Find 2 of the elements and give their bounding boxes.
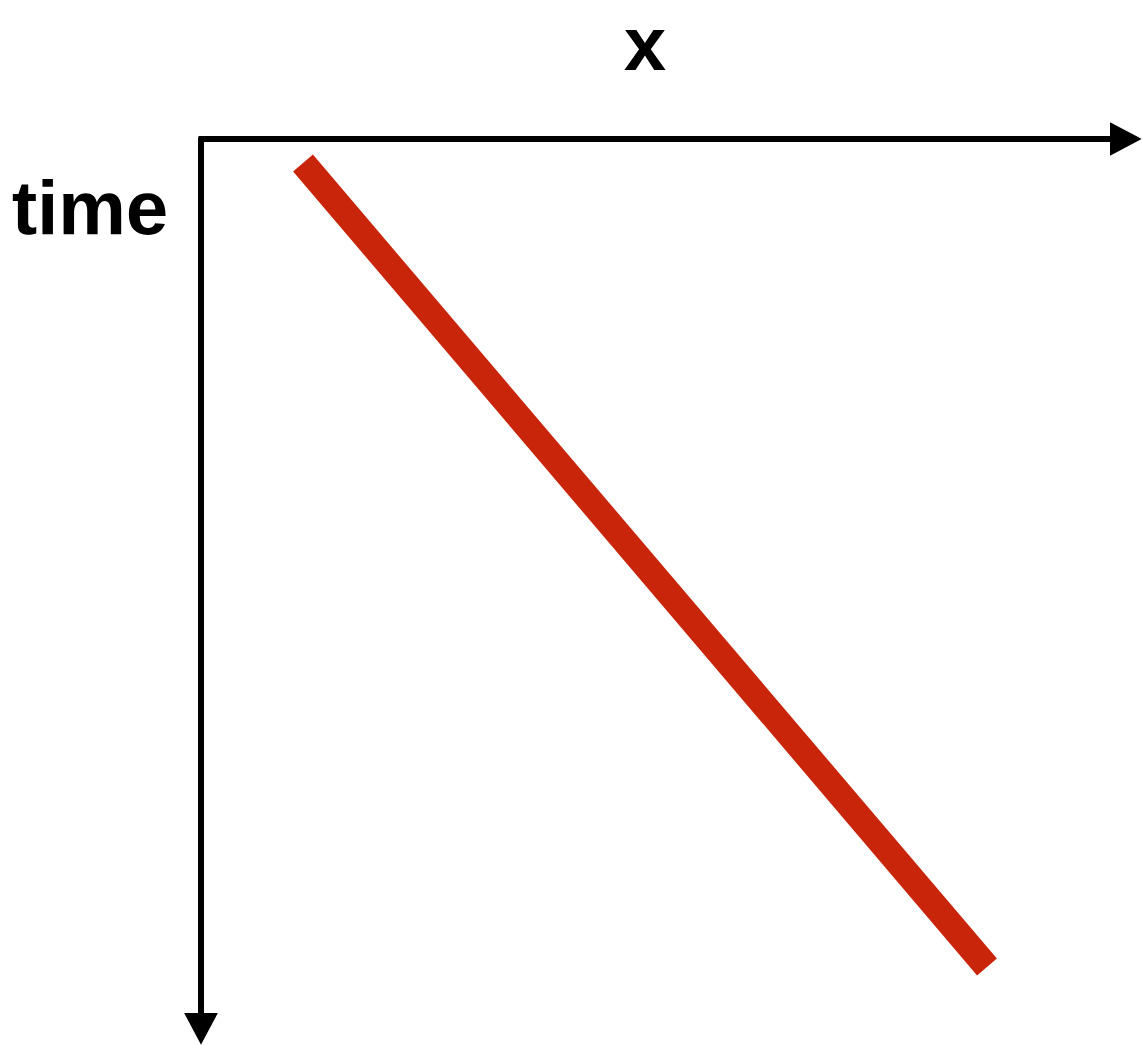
axis-label: x <box>624 29 666 71</box>
axis-label: time <box>12 179 166 235</box>
